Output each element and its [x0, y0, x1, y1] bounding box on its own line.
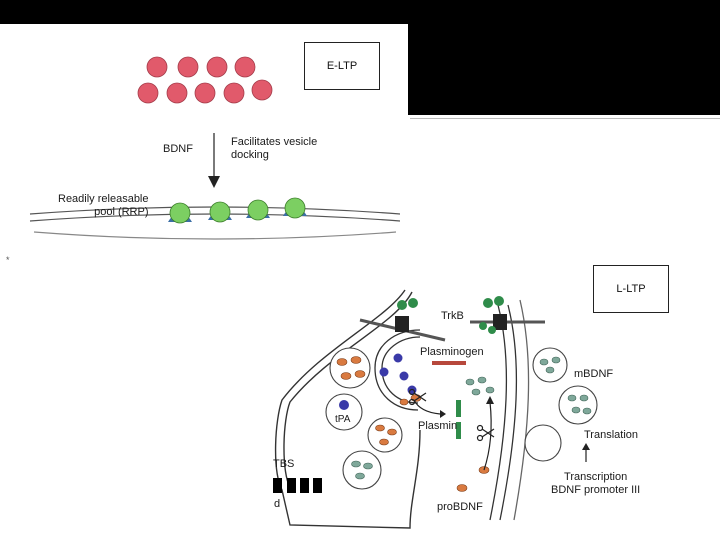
vesicle	[137, 82, 159, 104]
vesicle-probdnf	[524, 424, 562, 462]
scissors-icon	[476, 424, 495, 442]
d-label: d	[274, 498, 281, 510]
tbs-stimulus	[273, 478, 322, 493]
trkb-receptors	[359, 296, 545, 342]
eltp-box-label: E-LTP	[326, 60, 358, 72]
plasmin-bar	[456, 400, 461, 417]
header-rule	[410, 118, 720, 119]
vesicle	[251, 79, 273, 101]
vesicle-cluster	[137, 56, 273, 104]
tbs-label: TBS	[273, 458, 295, 470]
transcription-label: Transcription BDNF promoter III	[551, 471, 641, 496]
mbdnf-label: mBDNF	[574, 368, 614, 380]
vesicle	[234, 56, 256, 78]
docked-vesicle	[169, 202, 191, 224]
plasmin-bar	[456, 422, 461, 439]
vesicle-probdnf	[329, 347, 371, 389]
rrp-label: Readily releasable pool (RRP)	[58, 193, 149, 218]
presynaptic-vesicles	[325, 347, 403, 490]
presynaptic-terminal	[274, 289, 421, 529]
vesicle-mbdnf	[532, 347, 568, 383]
postsynaptic-membrane	[489, 299, 530, 521]
facilitates-label: Facilitates vesicle docking	[231, 136, 318, 161]
vesicle	[177, 56, 199, 78]
plasmin-label: Plasmin	[418, 420, 458, 432]
plasminogen-label: Plasminogen	[420, 346, 484, 358]
vesicle	[223, 82, 245, 104]
tpa-label: tPA	[335, 414, 351, 425]
vesicle-mbdnf	[558, 385, 598, 425]
docked-vesicle	[247, 199, 269, 221]
lltp-box: L-LTP	[593, 265, 669, 313]
translation-label: Translation	[584, 429, 639, 441]
probdnf-label: proBDNF	[437, 501, 483, 513]
docked-vesicle	[284, 197, 306, 219]
bdnf-label: BDNF	[163, 143, 193, 155]
lltp-box-label: L-LTP	[616, 283, 646, 295]
docking-arrow	[208, 133, 220, 188]
vesicle-tpa	[325, 393, 363, 431]
mbdnf-post-granules	[539, 356, 592, 415]
stray-mark: *	[6, 255, 10, 265]
vesicle	[166, 82, 188, 104]
eltp-box: E-LTP	[304, 42, 380, 90]
vesicle	[194, 82, 216, 104]
vesicle-probdnf	[367, 417, 403, 453]
arrowheads	[440, 396, 590, 450]
mbdnf-granules	[351, 376, 495, 480]
vesicle-mbdnf	[342, 450, 382, 490]
vesicle	[206, 56, 228, 78]
docked-vesicles	[168, 197, 307, 224]
vesicle	[146, 56, 168, 78]
postsynaptic-vesicles	[524, 347, 598, 462]
docked-vesicle	[209, 201, 231, 223]
reaction-arrows	[413, 399, 587, 471]
plasminogen-bar	[432, 361, 466, 365]
trkb-label: TrkB	[441, 310, 464, 322]
